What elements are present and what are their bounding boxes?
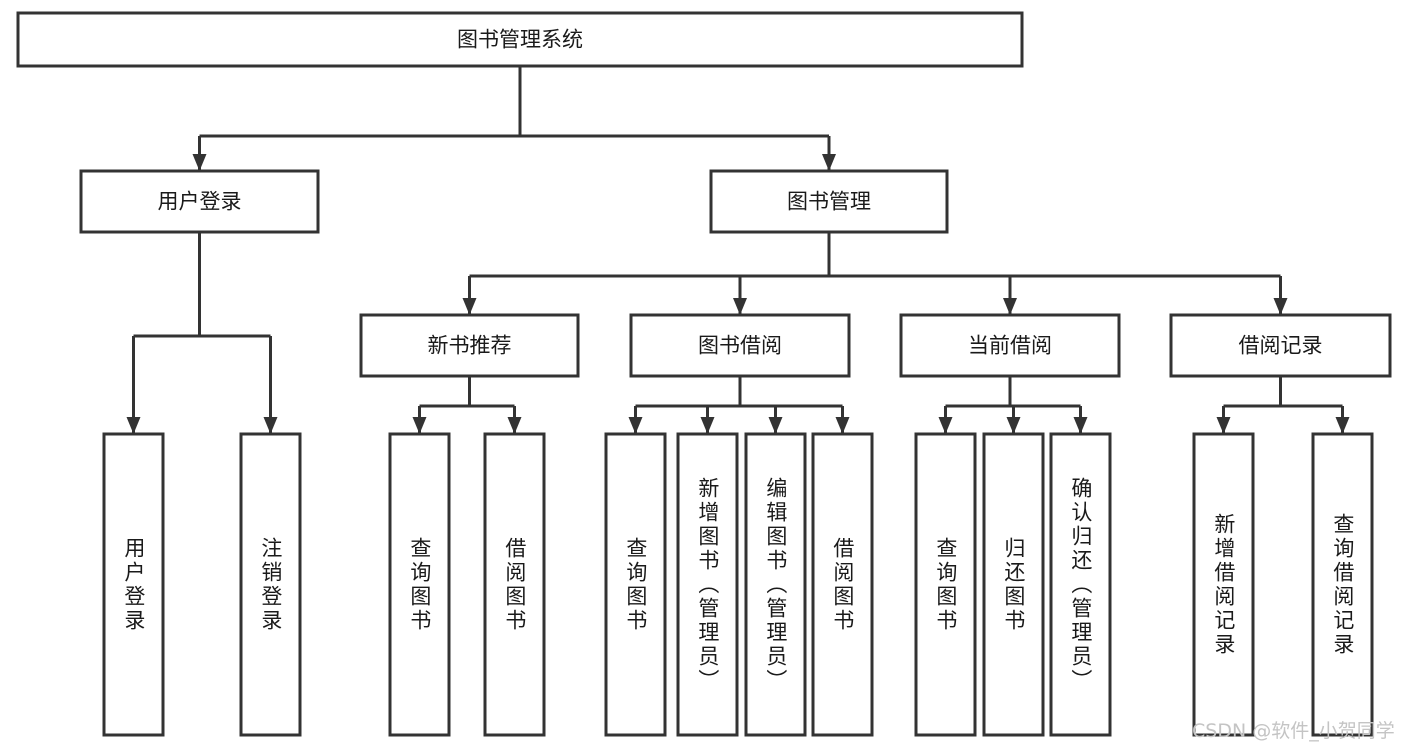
arrow-head-borrow-record-0 [1216, 417, 1231, 434]
arrow-head-current-borrow-1 [1006, 417, 1021, 434]
node-box-new-book-recommend[interactable] [359, 313, 580, 378]
node-label-root: 图书管理系统 [457, 28, 583, 52]
node-box-leaf-query-borrow-record[interactable] [1311, 432, 1374, 737]
node-box-book-borrow[interactable] [629, 313, 851, 378]
arrow-head-book-manage-2 [1003, 298, 1017, 315]
node-box-leaf-user-login[interactable] [102, 432, 165, 737]
arrow-head-user-login-0 [126, 417, 141, 434]
node-box-leaf-add-borrow-record[interactable] [1192, 432, 1255, 737]
arrow-head-user-login-1 [263, 417, 278, 434]
arrow-head-book-borrow-3 [835, 417, 850, 434]
arrow-head-borrow-record-1 [1335, 417, 1350, 434]
arrow-head-book-manage-0 [462, 298, 477, 315]
arrow-head-current-borrow-0 [938, 417, 953, 434]
arrow-head-root-1 [822, 154, 836, 171]
node-box-leaf-borrow-book-rec[interactable] [483, 432, 546, 737]
connectors-layer [126, 66, 1350, 434]
arrow-head-book-manage-1 [733, 298, 747, 315]
node-box-leaf-query-book-cur[interactable] [914, 432, 977, 737]
node-box-leaf-query-book-rec[interactable] [388, 432, 451, 737]
node-box-leaf-user-logout[interactable] [239, 432, 302, 737]
arrow-head-new-book-recommend-1 [507, 417, 522, 434]
node-box-leaf-query-book-borrow[interactable] [604, 432, 667, 737]
node-label-borrow-record: 借阅记录 [1239, 334, 1323, 358]
node-box-book-manage[interactable] [709, 169, 949, 234]
node-box-leaf-borrow-book[interactable] [811, 432, 874, 737]
node-box-leaf-edit-book-admin[interactable] [744, 432, 807, 737]
node-label-book-manage: 图书管理 [787, 190, 871, 214]
arrow-head-root-0 [192, 154, 207, 171]
node-box-root[interactable] [16, 11, 1024, 68]
arrow-head-book-borrow-0 [628, 417, 643, 434]
arrow-head-current-borrow-2 [1073, 417, 1088, 434]
node-label-book-borrow: 图书借阅 [698, 334, 782, 358]
node-box-user-login[interactable] [79, 169, 320, 234]
arrow-head-book-borrow-2 [768, 417, 783, 434]
arrow-head-book-manage-3 [1273, 298, 1288, 315]
node-box-leaf-confirm-return-admin[interactable] [1049, 432, 1112, 737]
node-box-leaf-return-book[interactable] [982, 432, 1045, 737]
node-label-current-borrow: 当前借阅 [968, 334, 1052, 358]
node-box-borrow-record[interactable] [1169, 313, 1392, 378]
boxes-layer [16, 11, 1392, 737]
node-label-user-login: 用户登录 [158, 190, 242, 214]
csdn-watermark: CSDN @软件_小贺同学 [1192, 720, 1395, 742]
arrow-head-new-book-recommend-0 [412, 417, 427, 434]
arrow-head-book-borrow-1 [700, 417, 715, 434]
node-box-leaf-add-book-admin[interactable] [676, 432, 739, 737]
node-box-current-borrow[interactable] [899, 313, 1121, 378]
node-label-new-book-recommend: 新书推荐 [428, 334, 512, 358]
